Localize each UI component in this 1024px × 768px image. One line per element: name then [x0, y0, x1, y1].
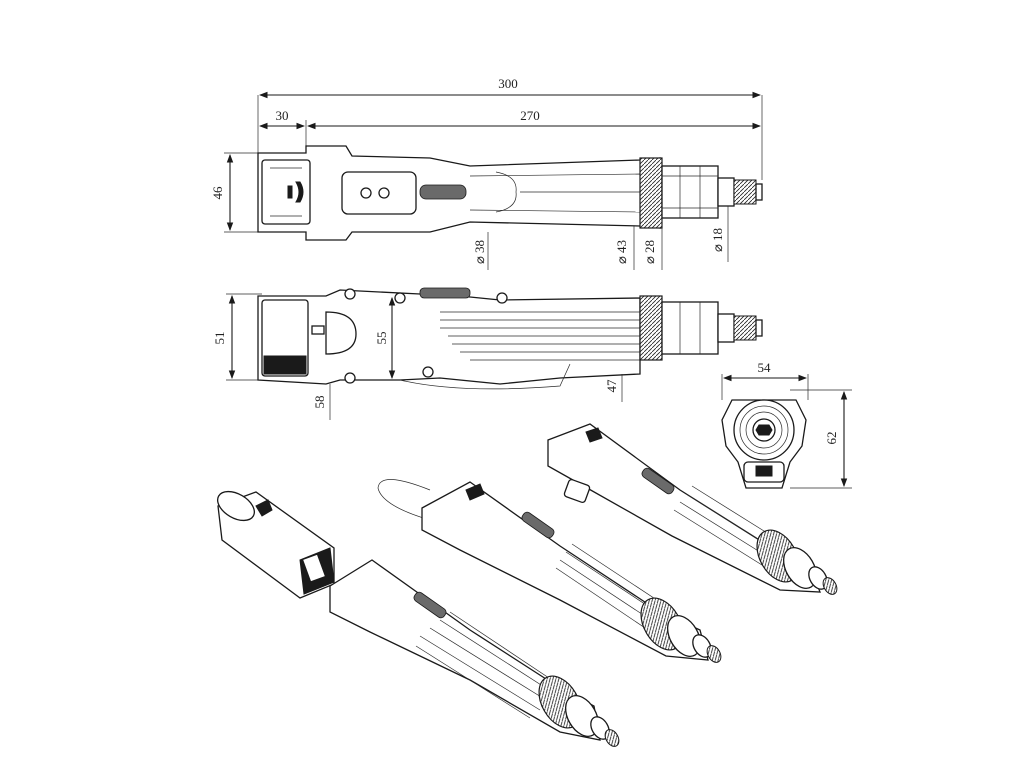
top-view: 300 30 270 46 — [210, 76, 763, 270]
tool-perspective-middle — [377, 479, 722, 663]
dim-side-height: 51 — [212, 332, 227, 345]
tool-perspective-front — [329, 559, 620, 747]
dim-end-width: 54 — [758, 360, 772, 375]
dim-battery-length: 30 — [276, 108, 289, 123]
dim-top-height: 46 — [210, 186, 225, 200]
dim-end-height: 62 — [824, 432, 839, 445]
dim-dia-43: ⌀ 43 — [614, 240, 629, 264]
battery-pack-perspective — [217, 490, 335, 599]
dim-dia-38: ⌀ 38 — [472, 240, 487, 264]
side-view: 51 55 — [212, 287, 763, 420]
dim-body-length: 270 — [520, 108, 540, 123]
dim-bottom-58: 58 — [312, 396, 327, 409]
dim-overall-length: 300 — [498, 76, 518, 91]
dim-mid-height: 55 — [374, 332, 389, 345]
end-view: 54 62 — [721, 360, 852, 489]
dim-dia-28: ⌀ 28 — [642, 240, 657, 264]
dim-dia-18: ⌀ 18 — [710, 228, 725, 252]
tool-perspective-back — [547, 423, 838, 595]
dim-bottom-47: 47 — [604, 379, 619, 393]
brand-logo-icon — [255, 499, 273, 517]
